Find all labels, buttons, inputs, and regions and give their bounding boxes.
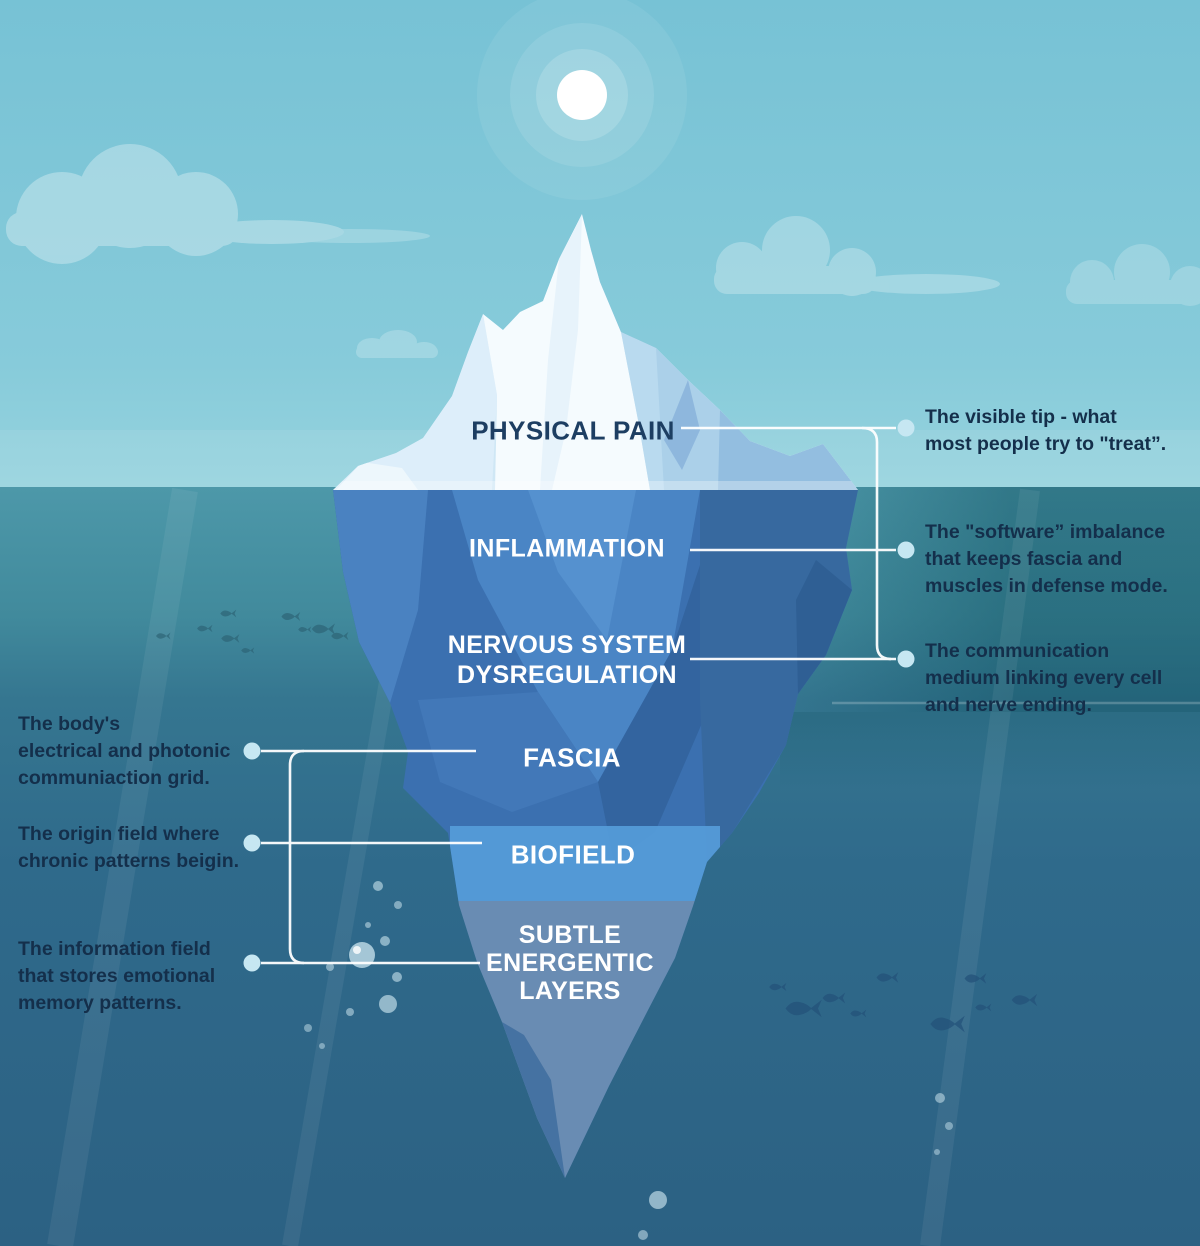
layer-label-nervous-system: NERVOUS SYSTEM DYSREGULATION — [447, 631, 687, 689]
annotation-software-imbalance: The "software” imbalance that keeps fasc… — [925, 521, 1168, 597]
layer-label-inflammation: INFLAMMATION — [469, 534, 665, 563]
connector-dots — [243, 419, 915, 972]
sun-icon — [477, 0, 687, 200]
annotation-origin-field: The origin field where chronic patterns … — [18, 823, 240, 872]
layer-label-fascia: FASCIA — [523, 742, 621, 773]
cloud-icon — [6, 144, 430, 264]
connector-lines — [261, 426, 896, 965]
annotation-visible-tip: The visible tip - what most people try t… — [925, 406, 1167, 455]
cloud-icon — [356, 330, 438, 358]
annotation-electrical-grid: The body's electrical and photonic commu… — [18, 713, 231, 789]
cloud-icon — [714, 216, 1000, 296]
layer-label-subtle-energetic: SUBTLE ENERGENTIC LAYERS — [486, 921, 654, 1005]
bubble-icon — [304, 881, 953, 1240]
biofield-band — [450, 826, 720, 901]
layer-label-physical-pain: PHYSICAL PAIN — [471, 415, 675, 446]
annotation-information-field: The information field that stores emotio… — [18, 938, 216, 1014]
annotation-communication-medium: The communication medium linking every c… — [925, 640, 1163, 716]
layer-label-biofield: BIOFIELD — [510, 839, 636, 870]
cloud-icon — [1066, 244, 1200, 306]
